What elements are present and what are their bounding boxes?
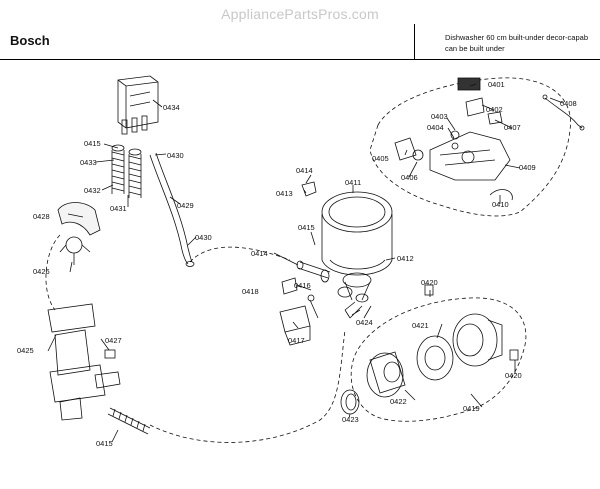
part-label: 0409 bbox=[519, 163, 536, 172]
valve-bracket bbox=[301, 181, 317, 197]
part-label: 0427 bbox=[105, 336, 122, 345]
part-label: 0428 bbox=[33, 212, 50, 221]
sump-assembly bbox=[321, 191, 393, 301]
part-label: 0421 bbox=[412, 321, 429, 330]
part-label: 0420 bbox=[505, 371, 522, 380]
model-description: Dishwasher 60 cm built-under decor-capab… bbox=[445, 32, 588, 54]
part-label: 0414 bbox=[296, 166, 313, 175]
pump-seal bbox=[340, 389, 360, 415]
part-label: 0416 bbox=[294, 281, 311, 290]
left-link-path bbox=[45, 234, 61, 311]
inlet-block bbox=[117, 75, 159, 135]
part-label: 0432 bbox=[84, 186, 101, 195]
brand-title: Bosch bbox=[10, 33, 50, 48]
circulation-pump bbox=[366, 284, 519, 398]
part-label: 0415 bbox=[96, 439, 113, 448]
hose-link-path bbox=[189, 246, 291, 263]
part-label: 0415 bbox=[298, 223, 315, 232]
part-label: 0414 bbox=[251, 249, 268, 258]
part-label: 0425 bbox=[17, 346, 34, 355]
part-labels: 0401 0402 0403 0404 0405 0406 0407 0408 … bbox=[17, 80, 577, 448]
leader-lines bbox=[47, 83, 564, 443]
pump-group-outline bbox=[350, 297, 527, 422]
part-label: 0402 bbox=[486, 105, 503, 114]
drain-hose-path bbox=[149, 329, 346, 443]
part-label: 0423 bbox=[342, 415, 359, 424]
part-label: 0410 bbox=[492, 200, 509, 209]
part-label: 0420 bbox=[421, 278, 438, 287]
part-label: 0429 bbox=[177, 201, 194, 210]
part-label: 0401 bbox=[488, 80, 505, 89]
part-label: 0434 bbox=[163, 103, 180, 112]
part-label: 0430 bbox=[167, 151, 184, 160]
part-label: 0426 bbox=[33, 267, 50, 276]
part-label: 0403 bbox=[431, 112, 448, 121]
part-label: 0430 bbox=[195, 233, 212, 242]
heater-group-outline bbox=[369, 77, 571, 217]
header-divider bbox=[414, 24, 415, 59]
part-label: 0407 bbox=[504, 123, 521, 132]
part-label: 0418 bbox=[242, 287, 259, 296]
part-label: 0411 bbox=[345, 178, 361, 187]
part-label: 0412 bbox=[397, 254, 414, 263]
watermark: AppliancePartsPros.com bbox=[221, 6, 379, 22]
part-label: 0417 bbox=[288, 336, 305, 345]
part-label: 0413 bbox=[276, 189, 293, 198]
description-line-1: Dishwasher 60 cm built-under decor-capab bbox=[445, 33, 588, 42]
part-label: 0405 bbox=[372, 154, 389, 163]
diverter-assembly bbox=[279, 277, 315, 346]
hose-springs bbox=[111, 144, 195, 267]
part-label: 0419 bbox=[463, 404, 480, 413]
drain-hose bbox=[107, 407, 151, 435]
part-label: 0408 bbox=[560, 99, 577, 108]
part-label: 0422 bbox=[390, 397, 407, 406]
heater-pump-assembly bbox=[394, 77, 585, 201]
part-label: 0404 bbox=[427, 123, 444, 132]
header-rule bbox=[0, 59, 600, 60]
drain-pump-assembly bbox=[47, 202, 121, 421]
part-label: 0406 bbox=[401, 173, 418, 182]
part-label: 0424 bbox=[356, 318, 373, 327]
part-label: 0431 bbox=[110, 204, 127, 213]
sump-hoses bbox=[296, 260, 369, 319]
part-label: 0433 bbox=[80, 158, 97, 167]
part-label: 0415 bbox=[84, 139, 101, 148]
description-line-2: can be built under bbox=[445, 44, 505, 53]
